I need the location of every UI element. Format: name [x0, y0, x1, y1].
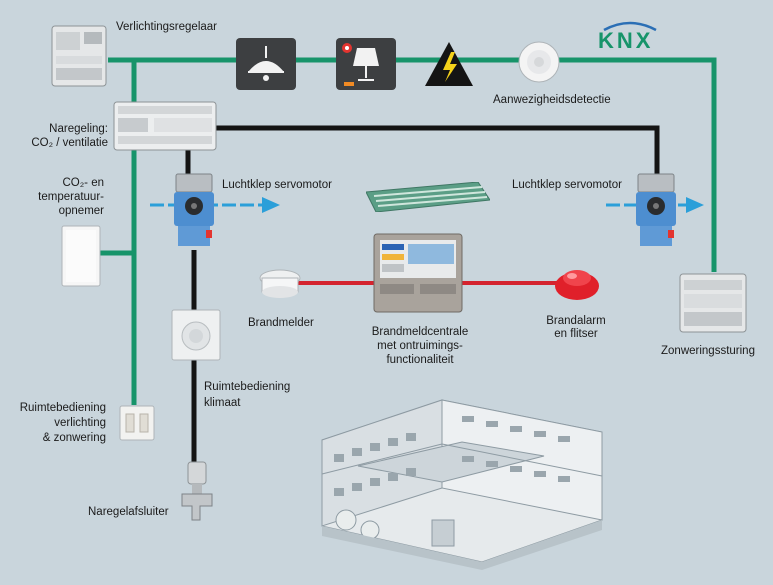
presence-detection-label: Aanwezigheidsdetectie	[493, 94, 611, 106]
sunshade-control-module-icon	[679, 273, 747, 333]
control-bus-line	[205, 125, 660, 178]
fire-panel-label-line1: Brandmeldcentrale	[371, 326, 469, 338]
room-light-label-line1: Ruimtebediening	[19, 402, 106, 414]
smoke-detector-label: Brandmelder	[248, 317, 314, 329]
sunshade-control-label: Zonweringssturing	[661, 345, 755, 357]
sensor-label-line3: opnemer	[58, 205, 104, 217]
knx-logo: KNX	[598, 28, 654, 53]
airflow-arrowhead-right	[686, 197, 704, 213]
table-lamp-icon	[336, 38, 396, 90]
control-valve-icon	[181, 461, 213, 521]
sensor-label-line1: CO₂- en	[62, 177, 104, 189]
room-climate-control-icon	[171, 309, 221, 361]
room-climate-label-line2: klimaat	[204, 397, 241, 409]
co2-temperature-sensor-icon	[61, 225, 101, 287]
valve-label: Naregelafsluiter	[88, 506, 169, 518]
knx-logo-arc-icon	[603, 21, 657, 32]
air-grille-icon	[366, 182, 490, 212]
room-light-switch-icon	[119, 405, 155, 441]
room-light-label-line2: verlichting	[54, 417, 106, 429]
fire-alarm-flasher-icon	[555, 270, 599, 300]
presence-detector-icon	[518, 41, 560, 83]
building-cutaway-illustration	[321, 399, 603, 570]
fire-control-panel-icon	[373, 233, 463, 313]
fire-alarm-label-line2: en flitser	[554, 328, 598, 340]
ceiling-lamp-icon	[236, 38, 296, 90]
smoke-detector-icon	[259, 269, 301, 298]
damper-actuator-left-icon	[174, 173, 214, 246]
room-light-label-line3: & zonwering	[42, 432, 106, 444]
damper-left-label: Luchtklep servomotor	[222, 179, 332, 191]
damper-right-label: Luchtklep servomotor	[512, 179, 622, 191]
damper-actuator-right-icon	[636, 173, 676, 246]
co2-control-label-line2: CO₂ / ventilatie	[31, 137, 108, 149]
airflow-arrowhead-left	[262, 197, 280, 213]
room-climate-label-line1: Ruimtebediening	[204, 381, 291, 393]
sensor-label-line2: temperatuur-	[38, 191, 104, 203]
lightning-power-icon	[425, 42, 473, 86]
room-controller-module-icon	[113, 101, 217, 151]
fire-panel-label-line2: met ontruimings-	[377, 340, 463, 352]
fire-alarm-label-line1: Brandalarm	[546, 315, 606, 327]
knx-bus-line	[108, 57, 717, 272]
lighting-controller-label: Verlichtingsregelaar	[116, 21, 218, 33]
lighting-controller-module-icon	[51, 25, 107, 87]
co2-control-label-line1: Naregeling:	[49, 123, 108, 135]
fire-panel-label-line3: functionaliteit	[386, 354, 454, 366]
